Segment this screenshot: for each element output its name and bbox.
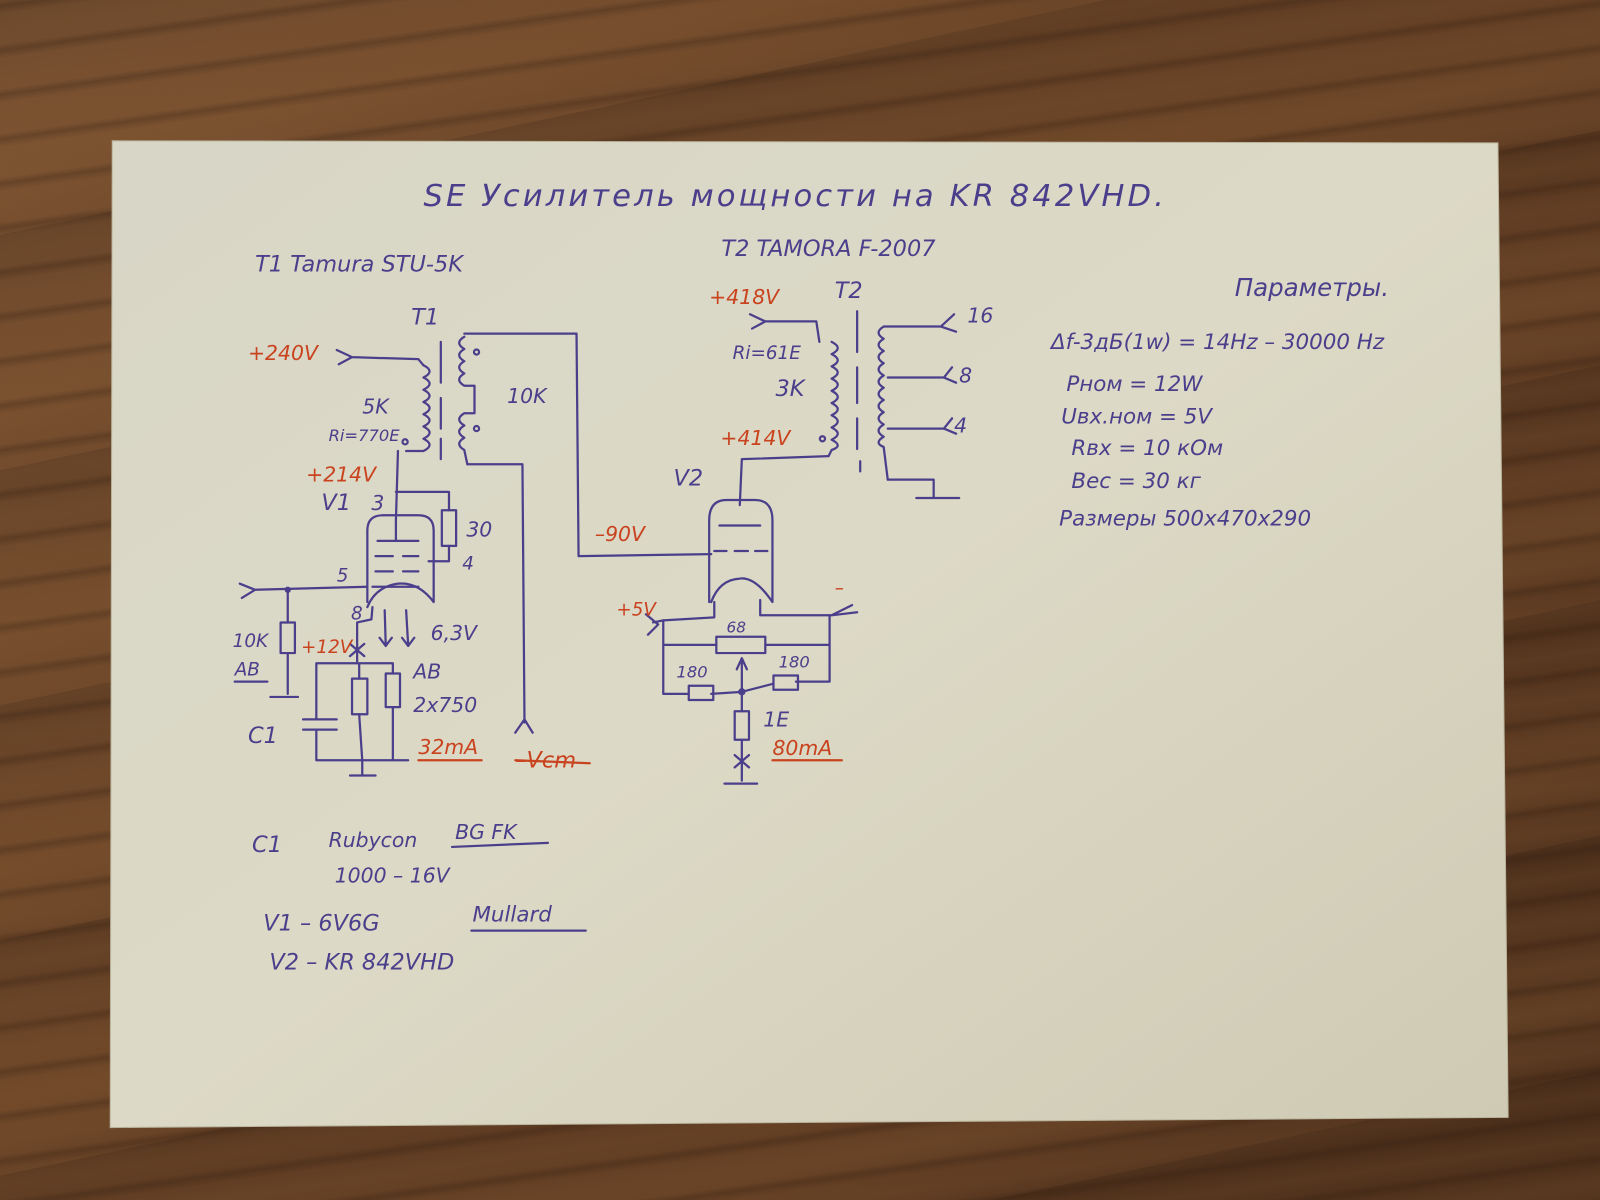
v1-current: 32mA bbox=[418, 735, 478, 759]
v2-plate-voltage: +414V bbox=[720, 426, 792, 450]
tap-4-ohm: 4 bbox=[954, 414, 967, 438]
paper-sheet bbox=[109, 140, 1509, 1129]
t2-primary-impedance: 3K bbox=[776, 376, 807, 402]
v1-pin5: 5 bbox=[337, 566, 349, 587]
t2-label: T2 bbox=[835, 278, 863, 304]
tap-16-ohm: 16 bbox=[967, 303, 993, 327]
parameter-frequency-range: Δf-3дБ(1w) = 14Hz – 30000 Hz bbox=[1049, 330, 1385, 355]
filament-plus-voltage: +5V bbox=[616, 599, 657, 620]
t1-primary-coil bbox=[405, 364, 431, 453]
schematic-title: SE Усилитель мощности на KR 842VHD. bbox=[423, 179, 1166, 214]
parameter-input-voltage: Uвх.ном = 5V bbox=[1061, 404, 1213, 429]
v1-heater-voltage: 6,3V bbox=[431, 621, 479, 645]
cathode-resistor-type: AB bbox=[411, 660, 441, 684]
t2-spec: T2 TAMORA F-2007 bbox=[721, 236, 936, 262]
grid-resistor-value: 10K bbox=[233, 631, 270, 652]
resistor-left-value: 180 bbox=[677, 663, 708, 682]
v1-label: V1 bbox=[321, 490, 351, 516]
v1-cathode-voltage: +12V bbox=[301, 637, 354, 658]
t1-label: T1 bbox=[411, 304, 439, 330]
filament-resistor-left bbox=[687, 684, 715, 702]
v2-current: 80mA bbox=[772, 736, 832, 760]
hum-pot bbox=[715, 635, 767, 655]
parts-v1-brand: Mullard bbox=[472, 902, 552, 927]
cathode-resistor-1 bbox=[350, 677, 369, 716]
c1-label: C1 bbox=[248, 723, 278, 749]
parts-c1-label: C1 bbox=[252, 832, 282, 858]
v2-grid-voltage: –90V bbox=[595, 522, 647, 546]
cathode-resistor-2 bbox=[384, 672, 402, 709]
t1-secondary-impedance: 10K bbox=[507, 384, 548, 408]
parameters-heading: Параметры. bbox=[1235, 273, 1389, 302]
parameter-power: Pном = 12W bbox=[1066, 372, 1203, 397]
grid-resistor bbox=[279, 621, 297, 655]
resistor-right-value: 180 bbox=[779, 652, 810, 671]
c1-series-underline bbox=[450, 841, 550, 849]
v2-supply-voltage: +418V bbox=[709, 285, 781, 309]
v2-cathode-resistor bbox=[733, 710, 751, 741]
t1-secondary-coil bbox=[458, 335, 476, 466]
parts-v2: V2 – KR 842VHD bbox=[269, 949, 454, 975]
parts-v1: V1 – 6V6G bbox=[263, 911, 379, 937]
t1-primary-impedance: 5K bbox=[362, 394, 390, 418]
parts-c1-brand: Rubycon bbox=[329, 828, 418, 852]
v1-pin3: 3 bbox=[371, 491, 384, 515]
parameter-weight: Вес = 30 кг bbox=[1071, 469, 1201, 494]
t2-core bbox=[856, 310, 862, 473]
cathode-resistor-value: 2x750 bbox=[413, 693, 477, 717]
v2-cathode-resistor-value: 1E bbox=[763, 708, 789, 732]
t2-secondary-coil bbox=[877, 325, 889, 481]
v1-supply-voltage: +240V bbox=[248, 341, 320, 365]
parts-c1-series: BG FK bbox=[455, 820, 518, 844]
t2-primary-coil bbox=[827, 340, 839, 458]
parameter-input-impedance: Rвх = 10 кОм bbox=[1071, 436, 1223, 461]
v1-pin8: 8 bbox=[351, 603, 363, 624]
parameter-dimensions: Размеры 500x470x290 bbox=[1059, 507, 1311, 532]
parts-c1-value: 1000 – 16V bbox=[335, 864, 452, 888]
t1-spec: T1 Tamura STU-5K bbox=[255, 251, 465, 277]
screen-resistor-value: 30 bbox=[466, 518, 492, 542]
v1-pin4: 4 bbox=[462, 553, 474, 574]
hum-pot-value: 68 bbox=[727, 619, 747, 637]
v2-tube bbox=[708, 498, 774, 604]
grid-resistor-type: AB bbox=[234, 660, 260, 681]
v1-plate-voltage: +214V bbox=[306, 463, 378, 487]
filament-minus: – bbox=[835, 578, 844, 599]
screen-resistor bbox=[440, 509, 458, 548]
t1-ri: Ri=770E bbox=[329, 426, 401, 445]
tap-8-ohm: 8 bbox=[959, 364, 972, 388]
filament-resistor-right bbox=[772, 674, 800, 691]
v2-label: V2 bbox=[673, 466, 703, 492]
stage2-wiring bbox=[644, 310, 961, 785]
stage1-wiring bbox=[233, 332, 713, 777]
t2-ri: Ri=61E bbox=[733, 343, 802, 364]
bias-output-label: –Vcm bbox=[515, 747, 576, 773]
